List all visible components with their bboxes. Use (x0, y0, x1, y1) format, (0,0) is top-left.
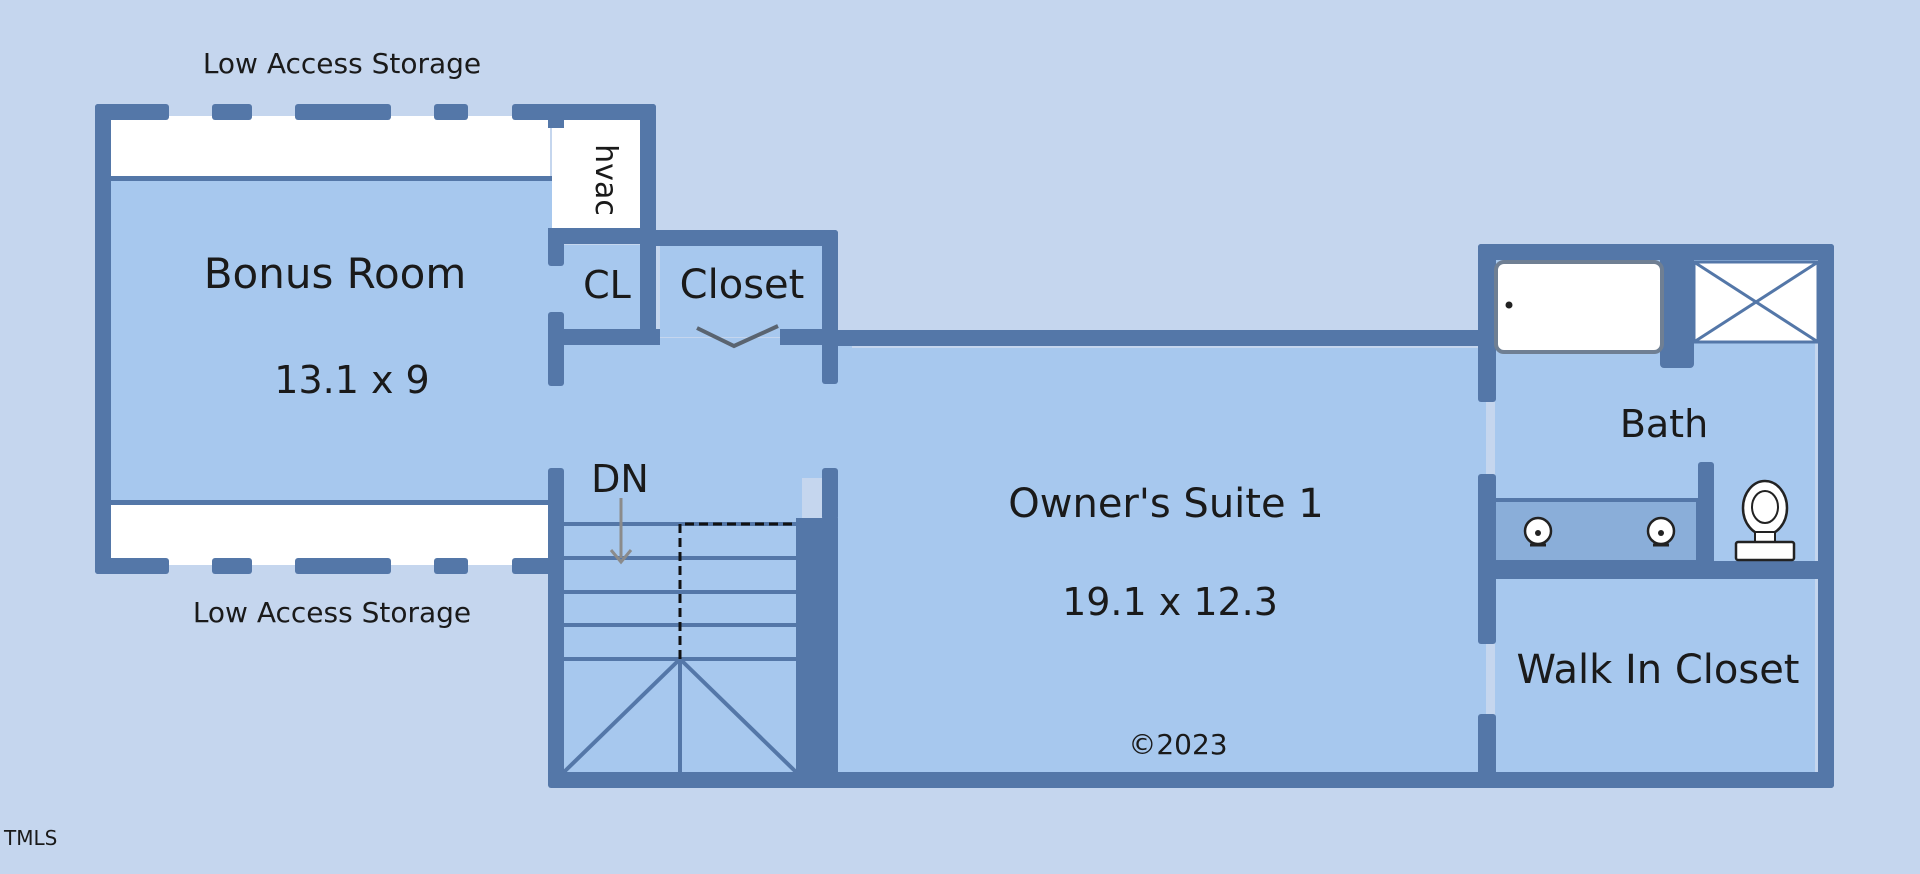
storage-top-label: Low Access Storage (203, 47, 481, 80)
owners-suite-size: 19.1 x 12.3 (1062, 580, 1278, 624)
bonus-room-floor (110, 178, 562, 504)
walk-in-closet-label: Walk In Closet (1516, 647, 1799, 693)
owners-suite-floor (836, 348, 1486, 773)
stairs-down-label: DN (591, 457, 649, 501)
shower-icon (1692, 260, 1820, 344)
storage-bottom-area (110, 505, 550, 565)
owners-suite-label: Owner's Suite 1 (1008, 481, 1323, 527)
sink-icon (1523, 516, 1553, 547)
cl-label: CL (583, 263, 631, 307)
tmls-watermark: TMLS (3, 826, 57, 850)
closet-floor (660, 245, 828, 337)
storage-top-area (110, 116, 550, 178)
sink-icon (1646, 516, 1676, 547)
copyright-label: ©2023 (1128, 728, 1227, 761)
down-arrow-icon (609, 498, 633, 565)
walls (95, 104, 1834, 788)
stair-break-line (678, 522, 796, 659)
cl-floor (562, 245, 642, 337)
storage-bottom-label: Low Access Storage (193, 596, 471, 629)
hvac-area (552, 120, 640, 228)
bathtub-icon (1494, 260, 1664, 354)
hvac-label: hvac (588, 144, 623, 216)
bath-label: Bath (1620, 402, 1708, 446)
bonus-room-size: 13.1 x 9 (274, 358, 429, 402)
closet-label: Closet (680, 262, 805, 308)
walk-in-closet-floor (1495, 578, 1815, 773)
room-labels: Low Access Storage Low Access Storage hv… (3, 47, 1800, 850)
bonus-room-label: Bonus Room (204, 249, 467, 298)
fixtures (562, 260, 1820, 774)
closet-door-icon (696, 324, 779, 349)
toilet-icon (1734, 479, 1796, 562)
hallway-floor (552, 338, 852, 478)
